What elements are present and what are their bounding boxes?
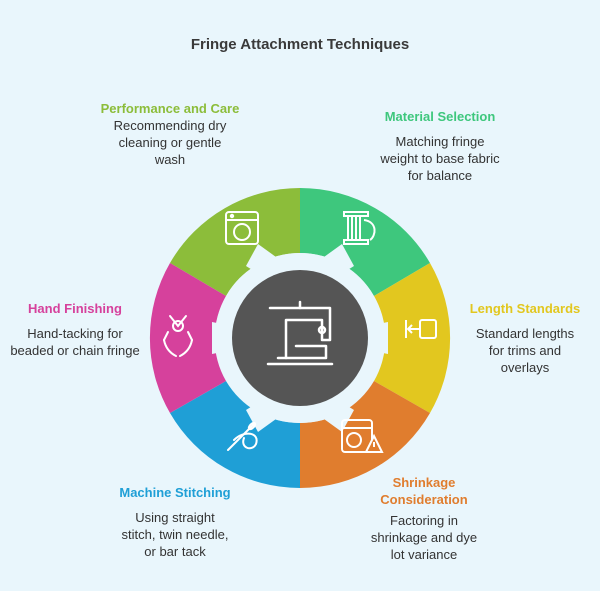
label-length: Length Standards Standard lengths for tr…	[460, 300, 590, 376]
label-performance-body: Recommending dry cleaning or gentle wash	[113, 118, 227, 167]
page-title: Fringe Attachment Techniques	[190, 36, 410, 53]
notches	[212, 244, 388, 432]
segment-shrinkage[interactable]	[300, 381, 430, 489]
label-length-body: Standard lengths for trims and overlays	[475, 326, 575, 375]
thread-spool-icon	[343, 211, 376, 245]
hands-icon	[163, 315, 193, 357]
segment-machine[interactable]	[170, 381, 300, 489]
segment-length[interactable]	[374, 263, 451, 413]
label-hand-head: Hand Finishing	[28, 301, 122, 316]
center-hub	[232, 270, 368, 406]
segment-material[interactable]	[300, 187, 430, 296]
needle-icon	[227, 421, 258, 451]
label-shrinkage: Shrinkage Consideration Factoring in shr…	[364, 474, 484, 563]
washing-machine-icon	[225, 211, 259, 245]
label-shrinkage-body: Factoring in shrinkage and dye lot varia…	[370, 513, 478, 562]
length-arrow-icon	[405, 319, 437, 339]
label-performance-head: Performance and Care	[100, 101, 240, 116]
label-shrinkage-head: Shrinkage Consideration	[380, 475, 468, 507]
label-material: Material Selection Matching fringe weigh…	[350, 108, 530, 184]
label-hand: Hand Finishing Hand-tacking for beaded o…	[10, 300, 140, 359]
label-machine: Machine Stitching Using straight stitch,…	[110, 484, 240, 560]
label-machine-head: Machine Stitching	[119, 485, 231, 500]
segment-hand[interactable]	[149, 263, 226, 413]
label-material-body: Matching fringe weight to base fabric fo…	[380, 134, 500, 183]
label-material-head: Material Selection	[384, 109, 496, 124]
label-hand-body: Hand-tacking for beaded or chain fringe	[10, 326, 140, 358]
segment-performance[interactable]	[170, 187, 300, 296]
label-machine-body: Using straight stitch, twin needle, or b…	[121, 510, 229, 559]
warning-washer-icon	[341, 419, 384, 453]
sewing-machine-icon	[266, 300, 334, 366]
label-length-head: Length Standards	[469, 301, 581, 316]
label-performance: Performance and Care Recommending dry cl…	[90, 100, 250, 168]
